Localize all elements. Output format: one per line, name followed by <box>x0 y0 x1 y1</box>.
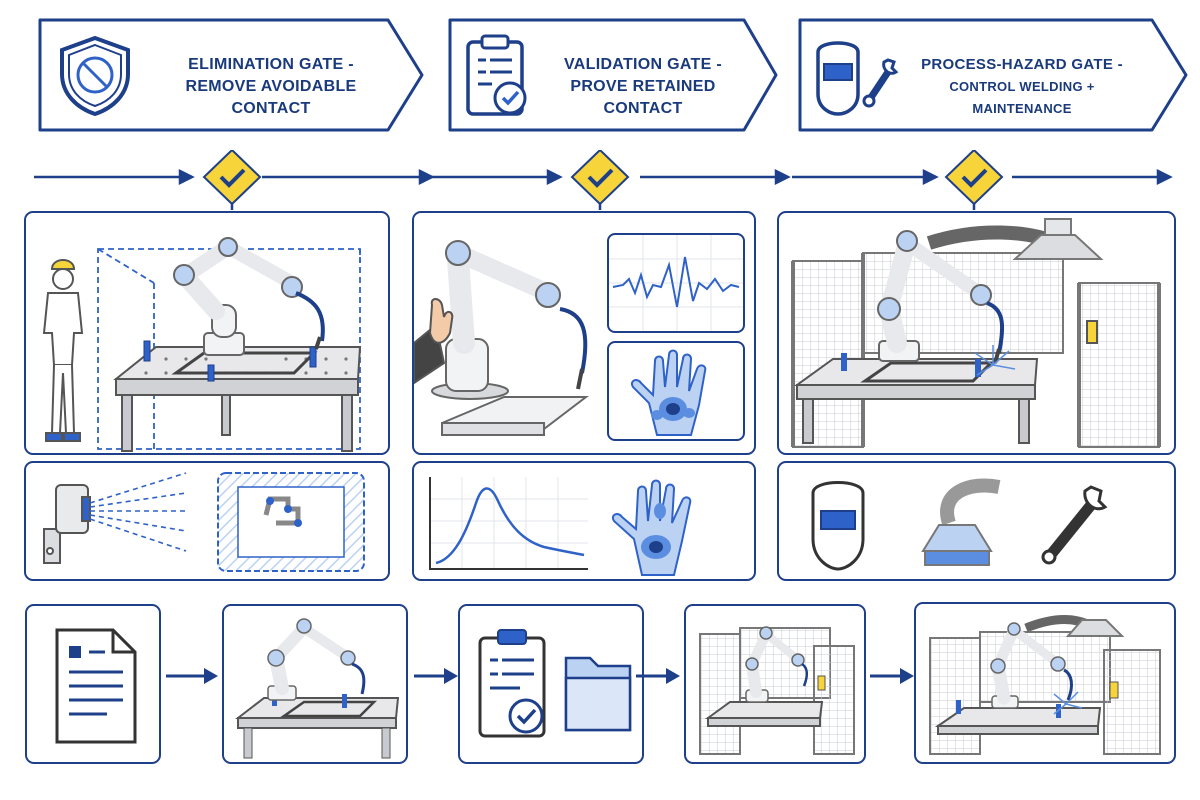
force-curve-chart-icon <box>429 477 588 570</box>
shield-no-contact-icon <box>60 35 130 117</box>
gate-title: Process-Hazard Gate - Control Welding + … <box>900 54 1144 120</box>
gate-title-line2: Prove Retained Contact <box>570 78 716 117</box>
operator-hand-icon <box>414 298 454 385</box>
step-robot-cell <box>222 604 408 764</box>
guarded-welding-cell-icon <box>929 615 1161 755</box>
gate-title: Validation Gate - Prove Retained Contact <box>538 54 748 120</box>
gate-validation: Validation Gate - Prove Retained Contact <box>446 16 780 134</box>
cobot-arm <box>173 237 325 356</box>
presence-sensor-zone-illustration <box>43 472 365 572</box>
gate-title-line1: Process-Hazard Gate - <box>921 56 1123 73</box>
validation-scene-panel <box>412 211 756 455</box>
elimination-scene-panel <box>24 211 390 455</box>
fume-extractor-icon <box>926 218 1104 260</box>
check-diamond-icon <box>202 150 1004 206</box>
gate-title-line2: Control Welding + Maintenance <box>949 79 1095 116</box>
force-trace-panel <box>607 233 745 333</box>
pressure-map-panel <box>607 341 745 441</box>
welding-helmet-icon <box>811 481 865 571</box>
operator-figure <box>42 259 84 442</box>
gate-title: Elimination Gate - Remove Avoidable Cont… <box>146 54 396 120</box>
process-hazard-scene-panel <box>777 211 1176 455</box>
gate-title-line1: Elimination Gate - <box>188 56 354 73</box>
step-guarded-cell <box>684 604 866 764</box>
safety-fence <box>791 252 1161 448</box>
wrench-icon <box>1041 485 1108 565</box>
flow-arrow-icon <box>870 668 914 684</box>
gate-flow-line <box>34 150 1173 210</box>
step-guarded-welding-cell <box>914 602 1176 764</box>
gate-frame <box>38 18 424 132</box>
process-hazard-controls-panel <box>777 461 1176 581</box>
flow-arrow-icon <box>166 668 218 684</box>
guarded-welding-cell-illustration <box>791 218 1161 448</box>
gate-elimination: Elimination Gate - Remove Avoidable Cont… <box>36 16 426 134</box>
exclusion-zone-icon <box>217 472 365 572</box>
validation-evidence-illustration <box>429 477 692 576</box>
gate-frame <box>448 18 778 132</box>
step-documentation <box>25 604 161 764</box>
validation-clipboard-folder-icon <box>478 629 632 738</box>
clipboard-check-icon <box>466 34 527 116</box>
robot-welding-table-icon <box>235 618 400 759</box>
cobot-arm <box>877 230 1005 364</box>
gate-frame <box>798 18 1188 132</box>
gate-process-hazard: Process-Hazard Gate - Control Welding + … <box>796 16 1190 134</box>
welding-table <box>113 346 362 452</box>
ppe-fume-maintenance-illustration <box>811 478 1108 571</box>
hand-contact-robot-illustration <box>414 240 589 436</box>
operator-robot-table-illustration <box>42 237 362 452</box>
flow-arrow-icon <box>636 668 680 684</box>
hand-pressure-map-icon <box>631 349 707 436</box>
guarded-cell-icon <box>699 626 855 755</box>
fume-hood-icon <box>921 478 1001 566</box>
validation-evidence-panel <box>412 461 756 581</box>
document-icon <box>55 628 137 744</box>
step-validation-records <box>458 604 644 764</box>
force-spike-chart-icon <box>609 235 743 331</box>
hand-pressure-map-icon <box>612 479 692 576</box>
gate-title-line2: Remove Avoidable Contact <box>185 78 357 117</box>
elimination-controls-panel <box>24 461 390 581</box>
gate-title-line1: Validation Gate - <box>564 56 722 73</box>
weld-spark-icon <box>974 345 1016 376</box>
flow-arrow-icon <box>414 668 458 684</box>
cobot-arm <box>431 240 588 400</box>
welding-helmet-wrench-icon <box>816 41 899 116</box>
presence-sensor-icon <box>43 484 91 564</box>
